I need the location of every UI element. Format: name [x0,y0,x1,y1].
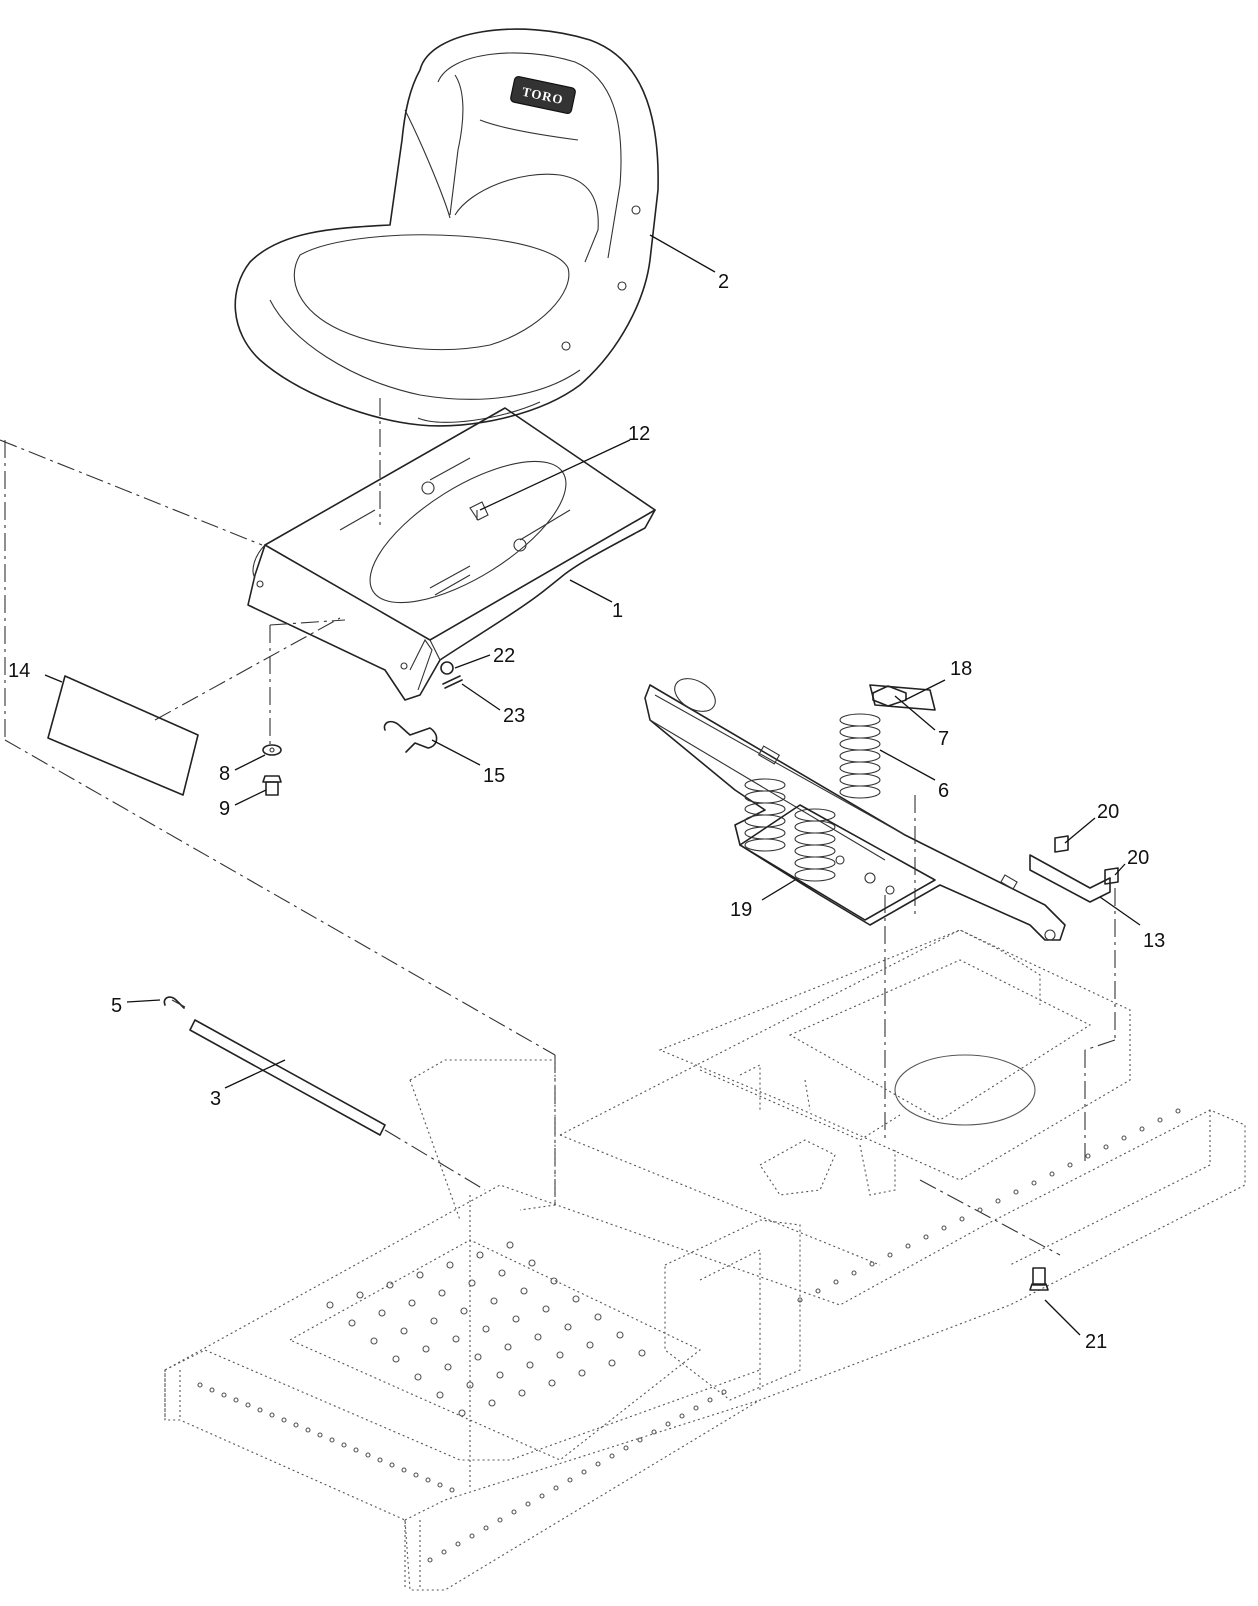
suspension-assembly [644,678,1066,941]
bolt-9 [262,775,282,796]
callout-1: 1 [612,600,623,622]
callout-6: 6 [938,780,949,802]
callout-2: 2 [718,271,729,293]
seat: TORO [234,28,659,427]
callout-7: 7 [938,728,949,750]
callout-8: 8 [219,763,230,785]
callout-18: 18 [950,658,972,680]
washer-22 [440,661,454,675]
clip-23 [442,675,463,689]
callout-22: 22 [493,645,515,667]
callout-3: 3 [210,1088,221,1110]
pin-15 [383,720,438,753]
callout-13: 13 [1143,930,1165,952]
washer-8 [262,744,282,756]
callout-21: 21 [1085,1331,1107,1353]
bolt-20a [1054,835,1069,853]
bracket-13 [1029,854,1111,903]
leader-lines [44,234,1141,1336]
bolt-21 [1029,1267,1049,1291]
callout-9: 9 [219,798,230,820]
callout-20b: 20 [1127,847,1149,869]
bolt-20b [1104,867,1119,885]
callout-19: 19 [730,899,752,921]
callout-20a: 20 [1097,801,1119,823]
decal-14 [47,675,199,796]
decal-18 [869,684,936,711]
rod-3 [163,996,386,1136]
frame [164,929,1246,1591]
seat-plate [247,407,656,701]
callout-12: 12 [628,423,650,445]
callout-15: 15 [483,765,505,787]
callouts: 1 2 3 5 6 7 8 9 12 13 14 15 18 19 20 20 … [8,271,1165,1353]
callout-23: 23 [503,705,525,727]
nut-7 [872,685,907,707]
callout-14: 14 [8,660,30,682]
callout-5: 5 [111,995,122,1017]
